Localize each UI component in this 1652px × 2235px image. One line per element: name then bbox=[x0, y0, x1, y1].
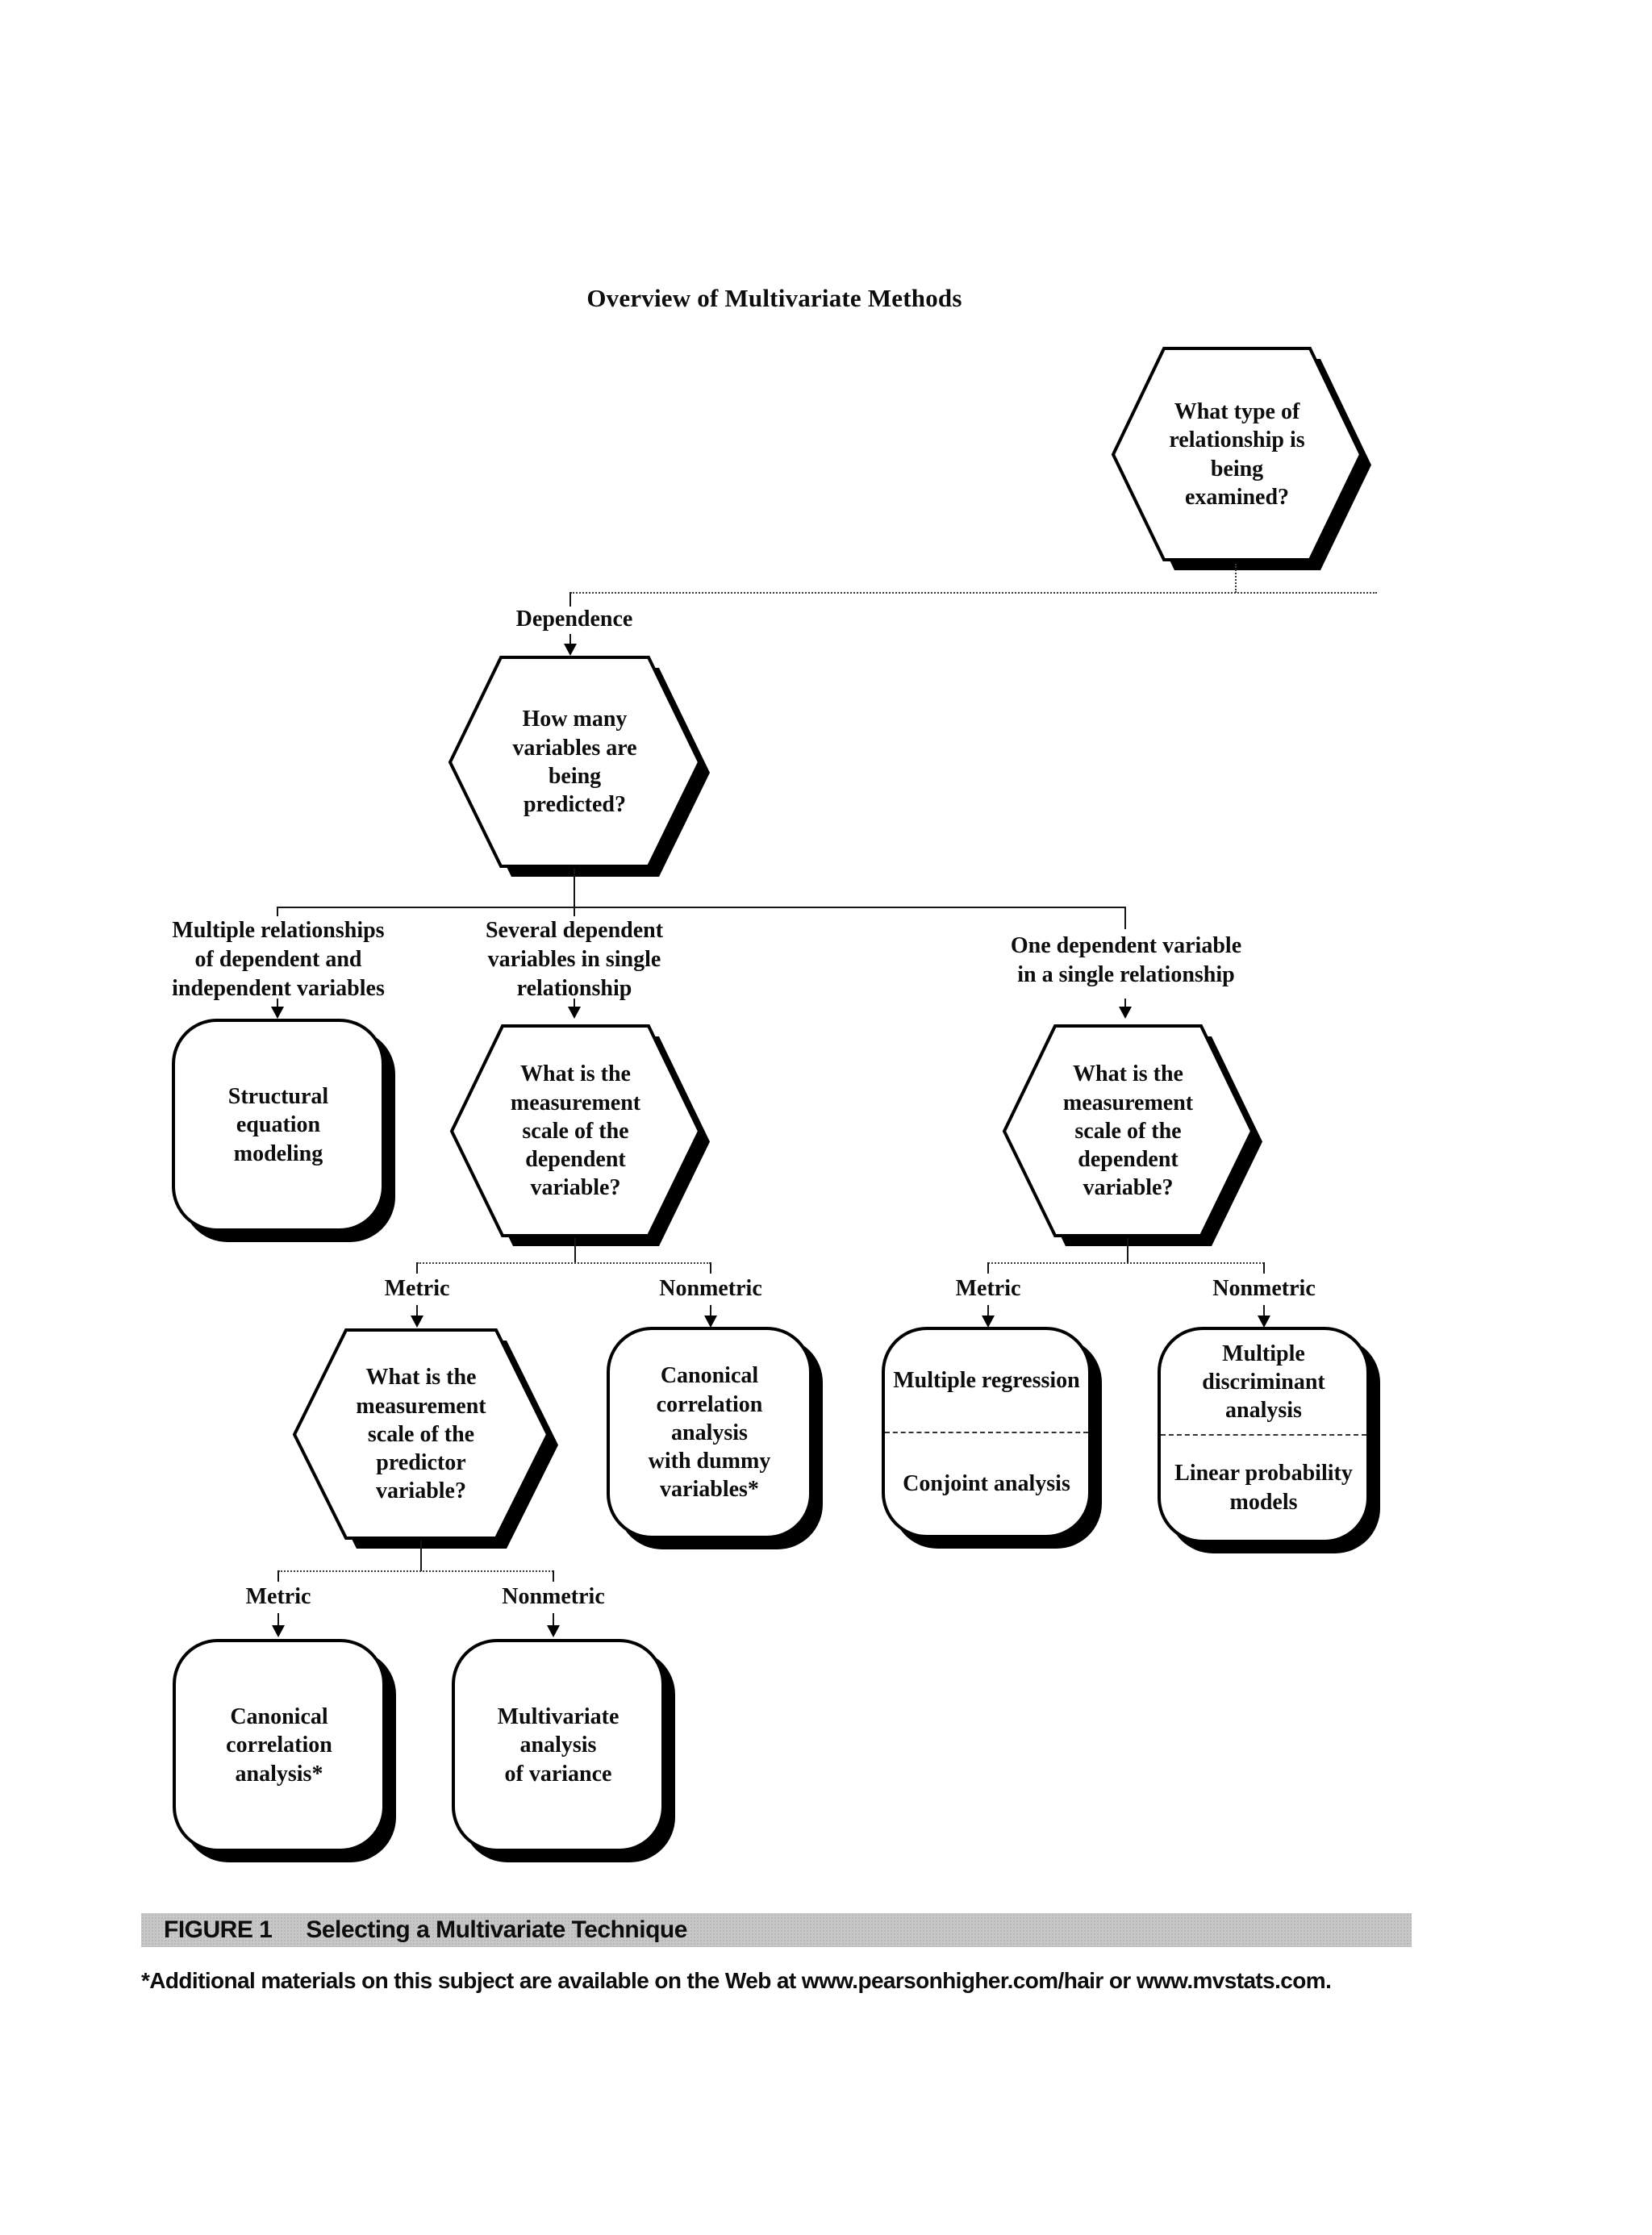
node-manova: Multivariate analysis of variance bbox=[452, 1639, 665, 1852]
hexagon-shape bbox=[449, 1024, 710, 1246]
arrowhead-manova bbox=[547, 1625, 560, 1637]
connector-left-branch-stub bbox=[277, 907, 278, 916]
branch-label-several-dependent: Several dependent variables in single re… bbox=[485, 918, 664, 1002]
connector-mid-metric-stub bbox=[416, 1262, 418, 1274]
connector-scale-dep-mid-arrow-shaft bbox=[574, 999, 575, 1008]
connector-regression-arrow-shaft bbox=[987, 1305, 989, 1316]
connector-pred-hex-vertical bbox=[420, 1541, 422, 1571]
connector-manova-arrow-shaft bbox=[553, 1613, 554, 1626]
branch-label-nonmetric-mid: Nonmetric bbox=[659, 1276, 762, 1301]
node-canonical-correlation-label: Canonical correlation analysis* bbox=[226, 1704, 332, 1787]
decision-scale-dependent-middle-label: What is the measurement scale of the dep… bbox=[510, 1061, 641, 1201]
connector-dependence-stub bbox=[569, 592, 571, 607]
node-linear-probability: Linear probability models bbox=[1174, 1461, 1353, 1515]
figure-caption-text: Selecting a Multivariate Technique bbox=[306, 1916, 687, 1943]
connector-discriminant-arrow-shaft bbox=[1263, 1305, 1265, 1316]
decision-how-many-variables-label: How many variables are being predicted? bbox=[512, 707, 637, 818]
connector-right-branch-stub bbox=[1124, 907, 1126, 929]
connector-scale-pred-arrow-shaft bbox=[416, 1305, 418, 1316]
node-multiple-regression: Multiple regression bbox=[885, 1330, 1088, 1433]
connector-mid-hex-vertical bbox=[574, 1238, 576, 1263]
hexagon-shape bbox=[448, 656, 710, 877]
footnote-text: *Additional materials on this subject ar… bbox=[141, 1968, 1332, 1993]
connector-right-metric-stub bbox=[987, 1262, 989, 1274]
arrowhead-discriminant bbox=[1258, 1316, 1270, 1328]
node-canonical-correlation: Canonical correlation analysis* bbox=[173, 1639, 386, 1852]
connector-bottom-nonmetric-stub bbox=[553, 1570, 554, 1582]
connector-sem-arrow-shaft bbox=[277, 999, 278, 1008]
decision-scale-dependent-right: What is the measurement scale of the dep… bbox=[1002, 1024, 1262, 1246]
connector-right-metric-split-line bbox=[988, 1262, 1264, 1264]
node-structural-equation-modeling: Structural equation modeling bbox=[172, 1019, 385, 1232]
connector-dependence-arrow-shaft bbox=[569, 634, 571, 645]
decision-scale-predictor: What is the measurement scale of the pre… bbox=[292, 1328, 558, 1549]
hexagon-shape bbox=[1111, 347, 1371, 570]
diagram-title: Overview of Multivariate Methods bbox=[586, 284, 962, 312]
connector-mid-nonmetric-stub bbox=[710, 1262, 711, 1274]
figure-number: FIGURE 1 bbox=[164, 1916, 273, 1943]
branch-label-dependence: Dependence bbox=[515, 607, 633, 632]
hexagon-shape bbox=[1002, 1024, 1262, 1246]
node-canonical-correlation-dummy: Canonical correlation analysis with dumm… bbox=[607, 1327, 812, 1539]
decision-scale-dependent-middle: What is the measurement scale of the dep… bbox=[449, 1024, 710, 1246]
branch-label-one-dependent: One dependent variable in a single relat… bbox=[1010, 933, 1242, 988]
node-canonical-correlation-dummy-label: Canonical correlation analysis with dumm… bbox=[648, 1363, 771, 1503]
arrowhead-cca-dummy bbox=[704, 1316, 717, 1328]
connector-middle-branch-stub bbox=[574, 907, 575, 916]
connector-three-way-split-line bbox=[277, 907, 1126, 908]
arrowhead-scale-pred bbox=[411, 1316, 423, 1328]
branch-label-nonmetric-right: Nonmetric bbox=[1212, 1276, 1316, 1301]
arrowhead-cca bbox=[272, 1625, 285, 1637]
hexagon-shape bbox=[292, 1328, 558, 1549]
node-multiple-discriminant: Multiple discriminant analysis bbox=[1161, 1330, 1366, 1436]
arrowhead-regression bbox=[982, 1316, 995, 1328]
connector-right-nonmetric-stub bbox=[1263, 1262, 1265, 1274]
connector-howmany-vertical bbox=[574, 869, 575, 907]
decision-scale-predictor-label: What is the measurement scale of the pre… bbox=[356, 1365, 486, 1504]
arrowhead-sem bbox=[271, 1007, 284, 1019]
branch-label-metric-bottom: Metric bbox=[245, 1584, 311, 1609]
node-conjoint-analysis: Conjoint analysis bbox=[903, 1471, 1070, 1497]
arrowhead-dependence bbox=[564, 644, 577, 656]
connector-mid-metric-split-line bbox=[417, 1262, 711, 1264]
node-regression-conjoint-group: Multiple regression Conjoint analysis bbox=[882, 1327, 1091, 1538]
arrowhead-scale-dep-right bbox=[1119, 1007, 1132, 1019]
connector-bottom-metric-stub bbox=[277, 1570, 279, 1582]
connector-cca-dummy-arrow-shaft bbox=[710, 1305, 711, 1316]
arrowhead-scale-dep-mid bbox=[568, 1007, 581, 1019]
connector-scale-dep-right-arrow-shaft bbox=[1124, 999, 1126, 1008]
branch-label-metric-right: Metric bbox=[955, 1276, 1021, 1301]
branch-label-multiple-relationships: Multiple relationships of dependent and … bbox=[172, 918, 385, 1002]
decision-how-many-variables: How many variables are being predicted? bbox=[448, 656, 710, 877]
node-discriminant-probability-group: Multiple discriminant analysis Linear pr… bbox=[1158, 1327, 1370, 1543]
branch-label-nonmetric-bottom: Nonmetric bbox=[502, 1584, 605, 1609]
connector-right-hex-vertical bbox=[1127, 1238, 1128, 1263]
connector-cca-arrow-shaft bbox=[277, 1613, 279, 1626]
figure-caption-bar: FIGURE 1 Selecting a Multivariate Techni… bbox=[141, 1913, 1412, 1947]
node-manova-label: Multivariate analysis of variance bbox=[497, 1704, 620, 1787]
connector-bottom-metric-split-line bbox=[278, 1570, 553, 1572]
decision-what-type-relationship: What type of relationship is being exami… bbox=[1111, 347, 1371, 570]
node-structural-equation-modeling-label: Structural equation modeling bbox=[227, 1084, 329, 1166]
decision-scale-dependent-right-label: What is the measurement scale of the dep… bbox=[1062, 1061, 1194, 1201]
branch-label-metric-mid: Metric bbox=[384, 1276, 450, 1301]
connector-top-vertical bbox=[1235, 564, 1237, 593]
decision-what-type-relationship-label: What type of relationship is being exami… bbox=[1169, 398, 1305, 510]
connector-relationship-split-line bbox=[570, 592, 1377, 594]
